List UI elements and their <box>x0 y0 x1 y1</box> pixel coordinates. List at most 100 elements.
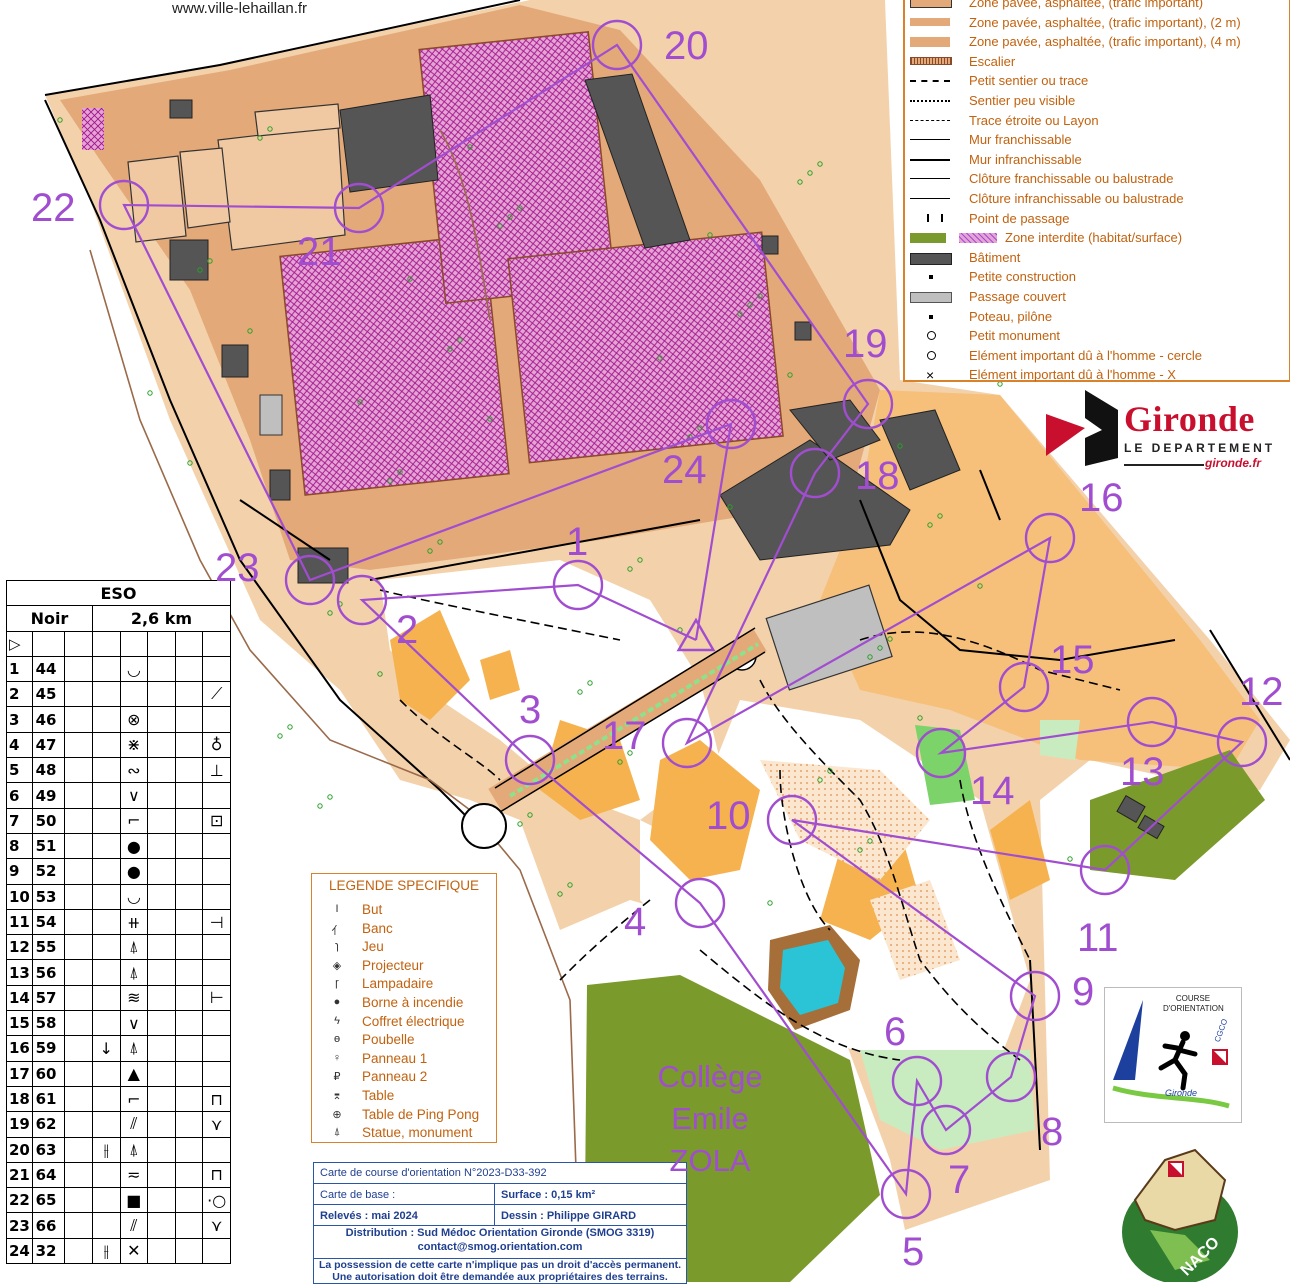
tree-marker <box>247 328 253 334</box>
spec-legend-symbol-icon: ɿ <box>335 940 339 953</box>
location-symbol-icon: ⊥ <box>202 757 231 784</box>
control-circle-20[interactable] <box>591 19 643 71</box>
col-f <box>147 731 176 759</box>
feature-symbol-icon: ⌐ <box>119 1085 149 1113</box>
control-code: 47 <box>31 731 66 759</box>
control-code: 65 <box>31 1187 66 1214</box>
tree-marker <box>377 671 383 677</box>
control-circle-5[interactable] <box>880 1168 932 1220</box>
spec-legend-item: Table de Ping Pong <box>362 1106 480 1122</box>
tree-marker <box>817 161 823 167</box>
control-number-2: 2 <box>396 608 419 652</box>
tree-marker <box>437 539 443 545</box>
col-f <box>147 757 176 784</box>
col-g <box>174 1212 204 1239</box>
control-code: 62 <box>31 1111 66 1138</box>
legend-item: Elément important dû à l'homme - X <box>969 367 1176 383</box>
location-symbol-icon: ⋎ <box>202 1111 231 1138</box>
feature-symbol-icon: ⧺ <box>119 908 149 936</box>
tree-marker <box>457 337 463 343</box>
control-number-23: 23 <box>215 546 260 590</box>
spec-legend-symbol-icon: ♀ <box>332 1051 342 1064</box>
col-f <box>147 1060 176 1087</box>
control-circle-4[interactable] <box>674 877 726 929</box>
spec-legend-symbol-icon: ɵ <box>333 1033 341 1046</box>
control-number: 12 <box>6 934 33 961</box>
gironde-url[interactable]: gironde.fr <box>1205 456 1261 470</box>
controls-layer <box>98 19 1268 1220</box>
tree-marker <box>517 205 523 211</box>
control-circle-24[interactable] <box>705 398 757 450</box>
control-code: 44 <box>31 655 66 683</box>
control-code: 54 <box>31 908 66 936</box>
tree-marker <box>887 636 893 642</box>
legend-symbol-monument-icon <box>927 331 936 341</box>
col-c <box>64 1187 93 1214</box>
spec-legend-item: Statue, monument <box>362 1125 473 1141</box>
control-circle-13[interactable] <box>1126 696 1178 748</box>
tree-marker <box>877 645 883 651</box>
tree-marker <box>257 135 263 141</box>
control-code: 46 <box>31 706 66 733</box>
control-circle-15[interactable] <box>998 661 1050 713</box>
location-symbol-icon <box>202 858 231 885</box>
control-code: 51 <box>31 832 66 860</box>
control-circle-18[interactable] <box>789 447 841 499</box>
control-circle-7[interactable] <box>920 1104 972 1156</box>
legend-symbol-dash-short-icon <box>910 100 950 102</box>
control-circle-8[interactable] <box>985 1051 1037 1103</box>
tree-marker <box>797 179 803 185</box>
location-symbol-icon <box>202 959 231 986</box>
col-e <box>91 832 121 860</box>
legend-item: Clôture infranchissable ou balustrade <box>969 191 1184 206</box>
naco-emblem-icon <box>1122 1148 1238 1284</box>
college-line2: Emile <box>671 1101 749 1136</box>
terrain-layer <box>44 0 1290 1282</box>
contact-email[interactable]: contact@smog.orientation.com <box>417 1241 583 1253</box>
control-circle-6[interactable] <box>891 1055 943 1107</box>
website-url[interactable]: www.ville-lehaillan.fr <box>172 0 308 17</box>
legend-symbol-road-4m-icon <box>910 37 950 48</box>
col-f <box>147 934 176 961</box>
location-symbol-icon <box>202 706 231 733</box>
control-circle-10[interactable] <box>766 794 818 846</box>
control-circle-12[interactable] <box>1216 716 1268 768</box>
control-circle-11[interactable] <box>1079 844 1131 896</box>
legend-symbol-road-wide-icon <box>910 0 952 8</box>
col-f <box>147 807 176 834</box>
tree-marker <box>587 680 593 686</box>
spec-legend-symbol-icon: ɼ <box>335 977 339 990</box>
control-circle-2[interactable] <box>336 574 388 626</box>
col-g <box>174 782 204 809</box>
feature-symbol-icon: ⫽ <box>119 1111 149 1138</box>
start-triangle-icon[interactable] <box>676 617 716 652</box>
control-number: 7 <box>6 807 33 834</box>
col-e <box>91 1010 121 1037</box>
col-c <box>64 1111 93 1138</box>
control-circle-16[interactable] <box>1024 512 1076 564</box>
control-circle-9[interactable] <box>1009 970 1061 1022</box>
location-symbol-icon <box>202 1136 231 1163</box>
legend-item: Zone pavée, asphaltée, (trafic important… <box>969 0 1204 10</box>
control-circle-14[interactable] <box>915 727 967 779</box>
control-circle-22[interactable] <box>98 179 150 231</box>
legend-symbol-passage-icon <box>927 213 943 222</box>
control-circle-3[interactable] <box>504 734 556 786</box>
control-circle-1[interactable] <box>552 559 604 611</box>
control-circle-17[interactable] <box>661 717 713 769</box>
tree-marker <box>557 891 563 897</box>
control-circle-19[interactable] <box>842 378 894 430</box>
col-f <box>147 681 176 708</box>
control-circle-23[interactable] <box>284 554 336 606</box>
control-circle-21[interactable] <box>333 182 385 234</box>
control-number-3: 3 <box>519 688 542 732</box>
spec-legend-symbol-icon: ⌆ <box>332 1090 342 1102</box>
col-c <box>64 908 93 936</box>
feature-symbol-icon: ⍋ <box>119 1035 149 1062</box>
legend-item: Zone pavée, asphaltée, (trafic important… <box>969 34 1241 50</box>
legend-item: Mur franchissable <box>969 132 1072 148</box>
tree-marker <box>807 170 813 176</box>
